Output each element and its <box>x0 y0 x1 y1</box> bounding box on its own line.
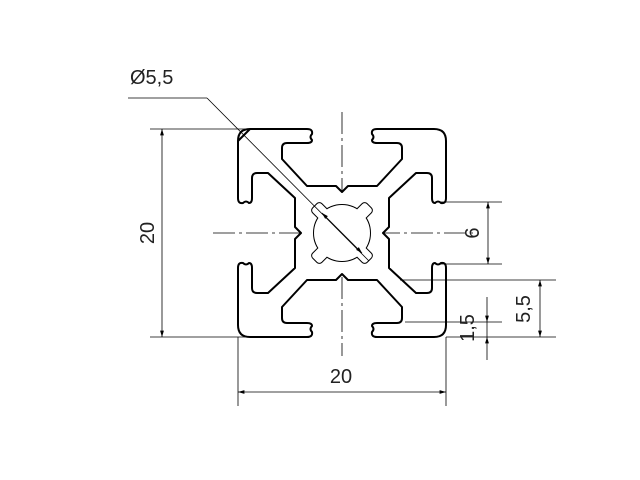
bore-key-tab <box>312 244 331 263</box>
diameter-dimension <box>128 97 370 262</box>
width-dimension <box>237 337 447 406</box>
slot-depth-dimension <box>400 279 556 338</box>
wall-thickness-dimension <box>405 297 502 360</box>
slot-width-dimension <box>440 201 502 265</box>
height-dimension <box>150 128 250 338</box>
wall-thickness-label: 1,5 <box>457 314 479 342</box>
slot-depth-label: 5,5 <box>513 295 535 323</box>
width-label: 20 <box>330 366 352 388</box>
diameter-label: Ø5,5 <box>130 67 173 89</box>
height-label: 20 <box>137 222 159 244</box>
slot-width-label: 6 <box>462 227 484 238</box>
bore-key-tab <box>353 203 372 222</box>
